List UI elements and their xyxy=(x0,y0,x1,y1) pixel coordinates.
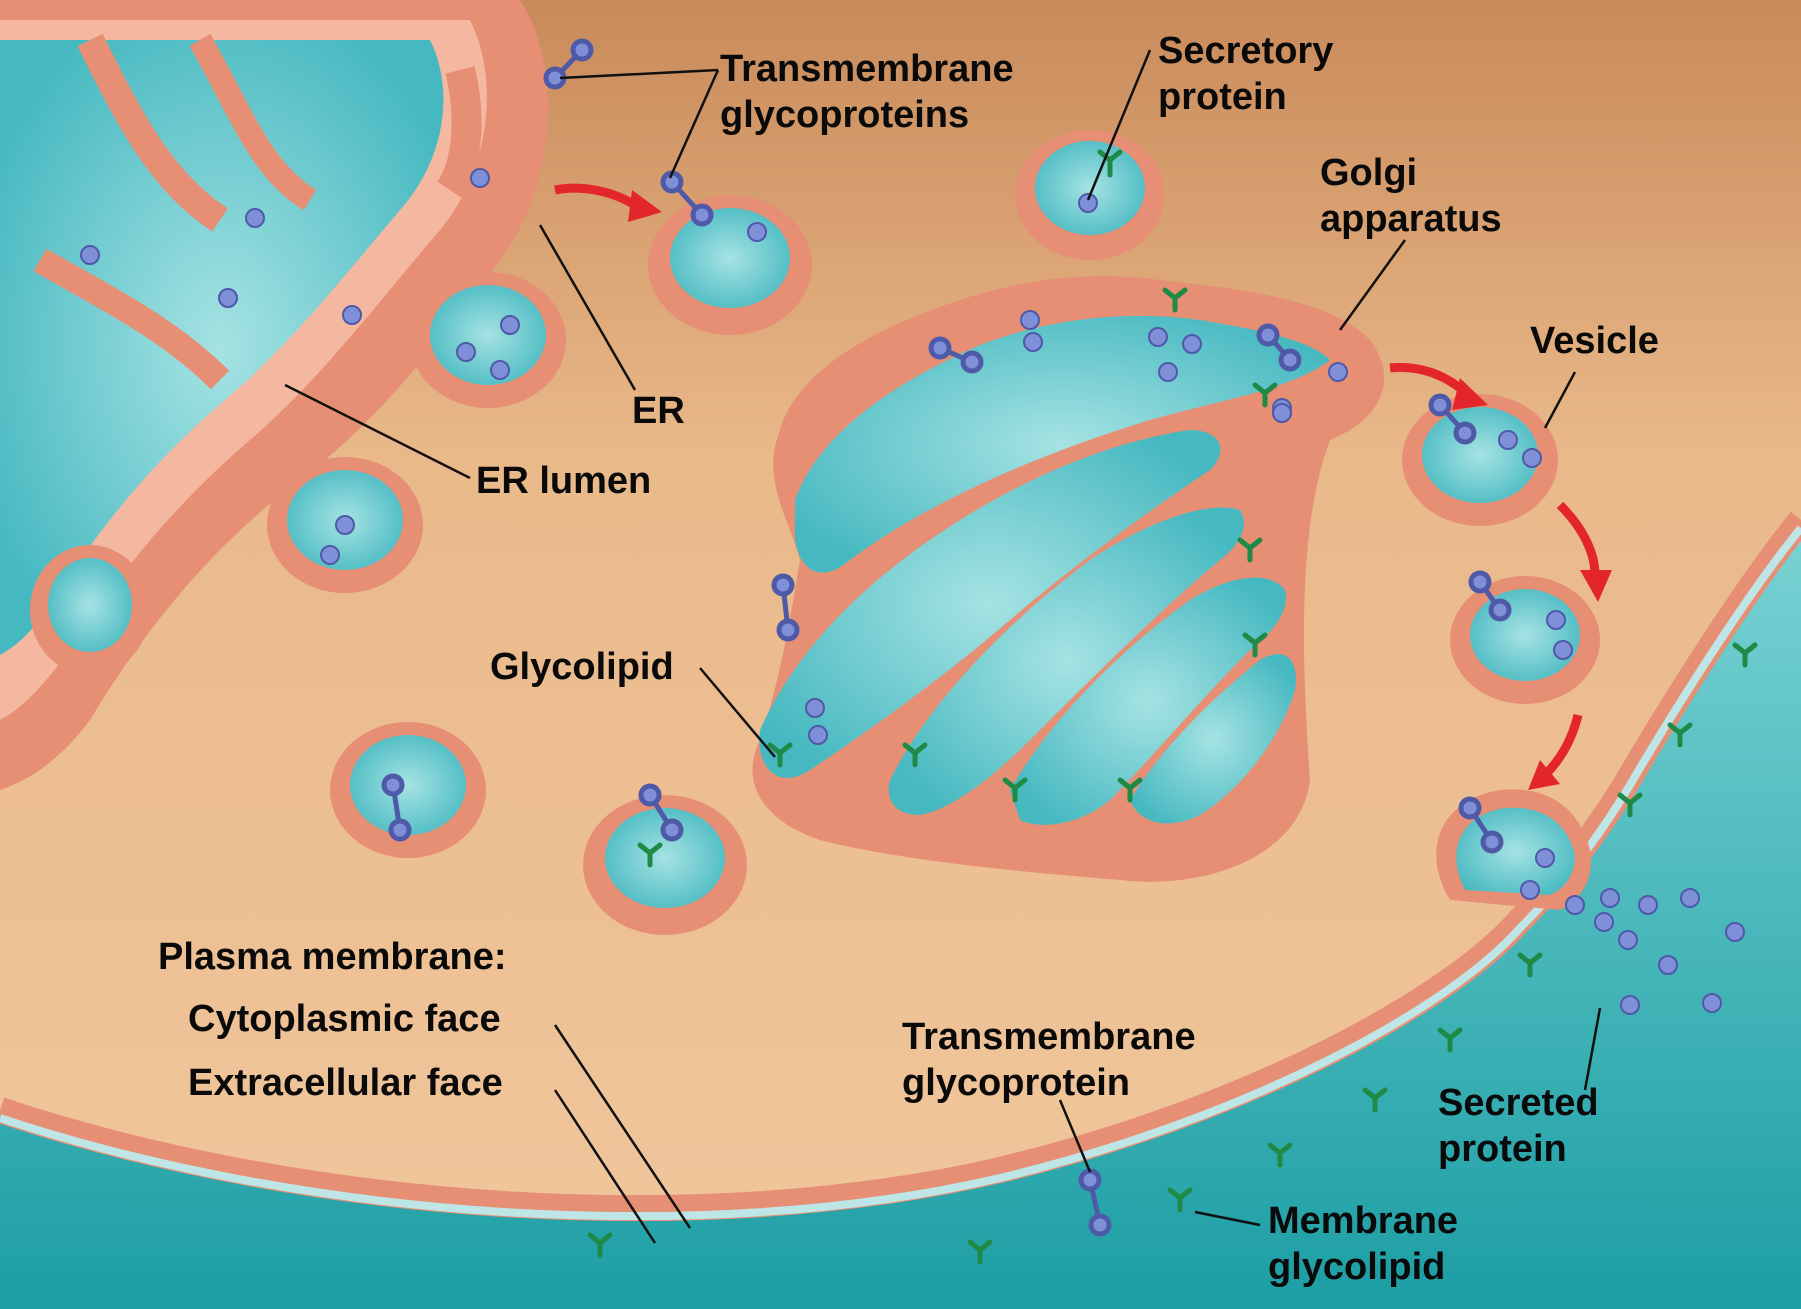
vesicle-transit-1 xyxy=(648,195,812,335)
label-text: Vesicle xyxy=(1530,318,1659,364)
label-text: ER xyxy=(632,388,685,434)
label-text: Membrane xyxy=(1268,1198,1458,1244)
label-text: Glycolipid xyxy=(490,644,674,690)
label-cytoplasmic-face: Cytoplasmic face xyxy=(188,996,501,1042)
label-extracellular-face: Extracellular face xyxy=(188,1060,503,1106)
label-text: protein xyxy=(1158,74,1333,120)
label-text: Plasma membrane: xyxy=(158,934,507,980)
label-text: Secreted xyxy=(1438,1080,1599,1126)
label-secretory-protein: Secretory protein xyxy=(1158,28,1333,120)
label-membrane-glycolipid: Membrane glycolipid xyxy=(1268,1198,1458,1290)
label-transmembrane-glycoprotein: Transmembrane glycoprotein xyxy=(902,1014,1196,1106)
label-text: glycoproteins xyxy=(720,92,1014,138)
label-text: glycolipid xyxy=(1268,1244,1458,1290)
label-text: Golgi xyxy=(1320,150,1502,196)
label-transmembrane-glycoproteins: Transmembrane glycoproteins xyxy=(720,46,1014,138)
label-text: Extracellular face xyxy=(188,1060,503,1106)
label-plasma-membrane: Plasma membrane: xyxy=(158,934,507,980)
label-text: Cytoplasmic face xyxy=(188,996,501,1042)
label-golgi-apparatus: Golgi apparatus xyxy=(1320,150,1502,242)
vesicle-er-3 xyxy=(30,545,150,675)
label-text: ER lumen xyxy=(476,458,651,504)
label-vesicle: Vesicle xyxy=(1530,318,1659,364)
label-text: glycoprotein xyxy=(902,1060,1196,1106)
label-text: Transmembrane xyxy=(720,46,1014,92)
label-text: protein xyxy=(1438,1126,1599,1172)
label-text: Secretory xyxy=(1158,28,1333,74)
label-secreted-protein: Secreted protein xyxy=(1438,1080,1599,1172)
label-text: apparatus xyxy=(1320,196,1502,242)
vesicle-golgi-2 xyxy=(1450,576,1600,704)
label-glycolipid: Glycolipid xyxy=(490,644,674,690)
label-er: ER xyxy=(632,388,685,434)
label-er-lumen: ER lumen xyxy=(476,458,651,504)
vesicle-er-1 xyxy=(410,272,566,408)
label-text: Transmembrane xyxy=(902,1014,1196,1060)
